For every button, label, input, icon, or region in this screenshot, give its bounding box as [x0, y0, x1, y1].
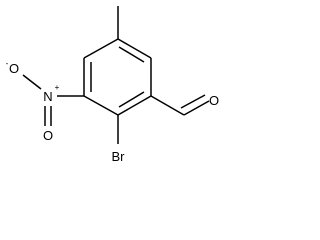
bromine-label: Br	[112, 149, 126, 164]
oxygen-top-charge: -	[6, 59, 9, 68]
ring-double-bond-1	[118, 46, 145, 63]
nitro-o-top-bond	[22, 74, 42, 90]
bromo-group: Br	[112, 115, 126, 164]
nitrogen-charge: +	[55, 83, 60, 92]
aldehyde-co-bond	[183, 100, 210, 116]
ring-bond-4	[83, 95, 119, 116]
ring-bond-3	[117, 95, 152, 116]
aldehyde-group: O	[150, 93, 219, 116]
nitro-group: N + O - O	[6, 59, 84, 143]
ring-double-bond-2	[118, 91, 145, 108]
ring-bond-1	[117, 38, 152, 59]
aldehyde-oxygen-label: O	[209, 93, 219, 108]
aldehyde-c-bond	[150, 95, 185, 116]
aldehyde-co-double-bond	[180, 94, 206, 109]
oxygen-top-label: O	[9, 61, 19, 76]
nitrogen-label: N	[43, 89, 52, 104]
chemical-structure: O Br N + O - O	[6, 6, 219, 164]
oxygen-bottom-label: O	[43, 128, 53, 143]
ring-bond-6	[83, 38, 119, 59]
benzene-ring	[83, 38, 152, 116]
